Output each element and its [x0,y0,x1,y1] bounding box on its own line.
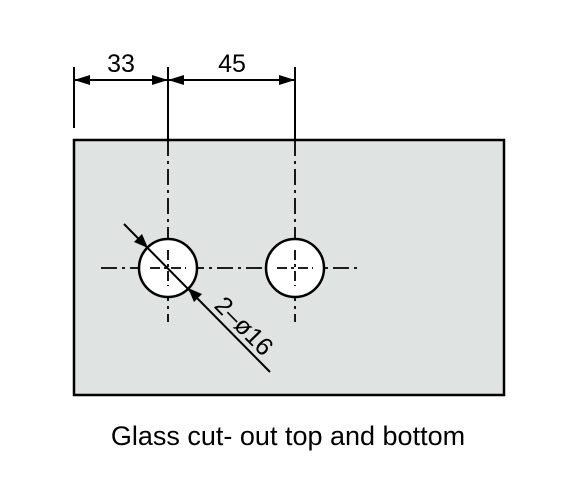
drawing-caption: Glass cut- out top and bottom [111,421,465,451]
dimension-line-33 [74,75,168,85]
hole-center-marks [150,250,313,286]
diameter-leader [123,223,271,373]
dimension-label-hole-spacing: 45 [218,50,246,78]
dimension-label-left-offset: 33 [107,50,135,78]
dimension-line-45 [168,75,295,85]
hole-right [264,237,326,299]
